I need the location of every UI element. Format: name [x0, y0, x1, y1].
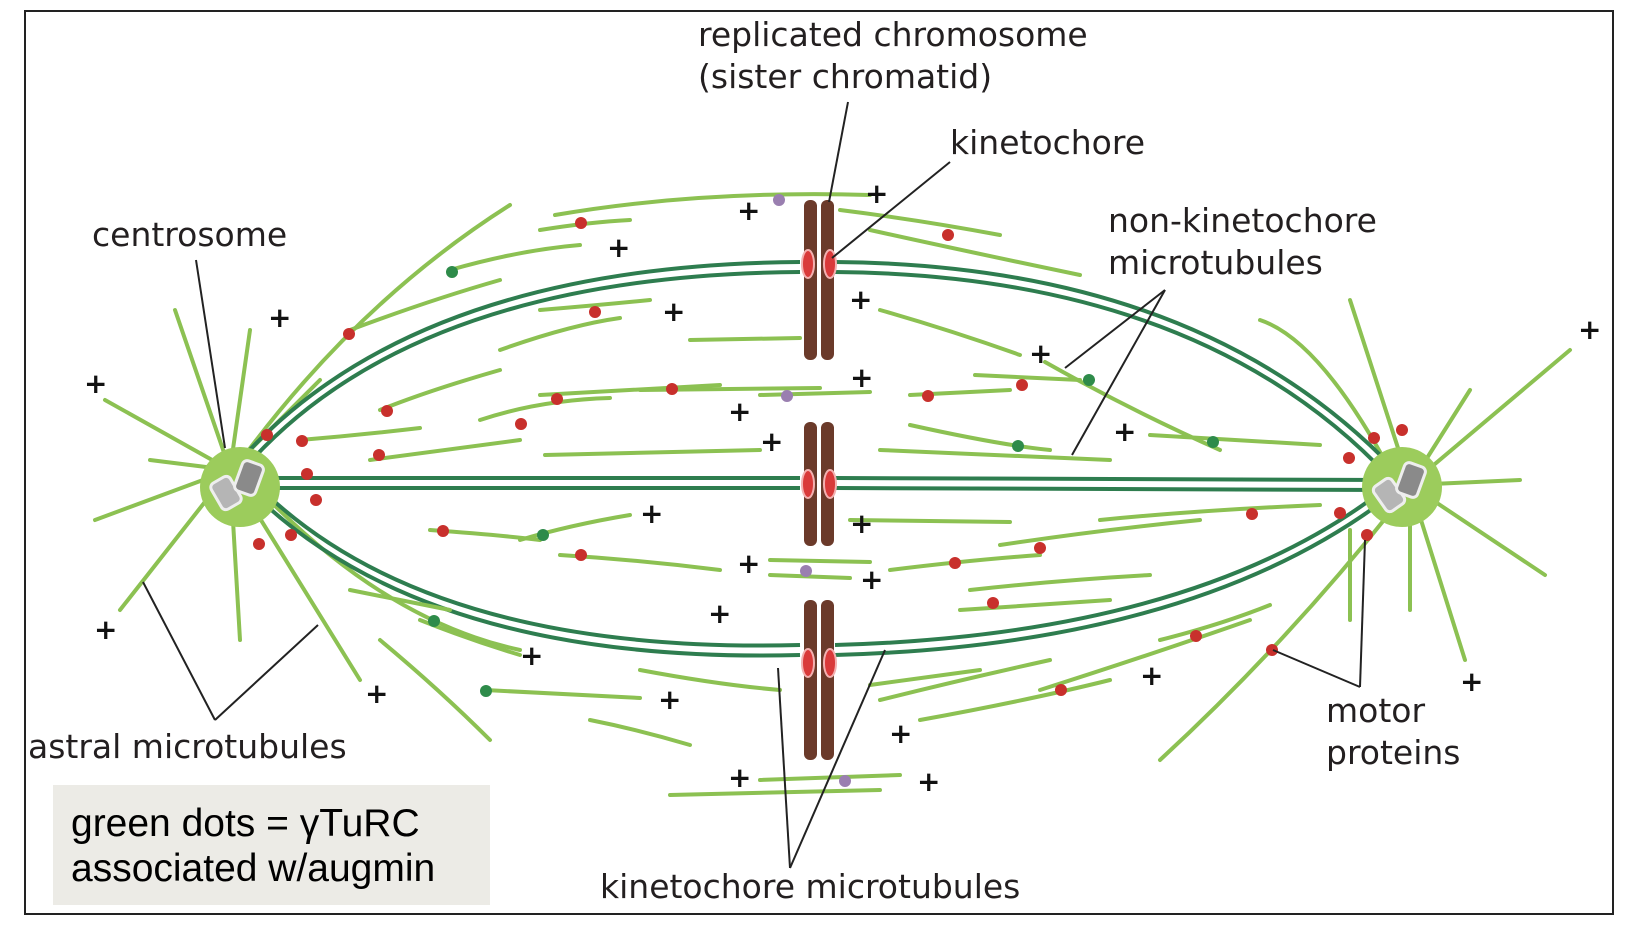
kinetochore-microtubules [243, 260, 1397, 658]
plus-end: + [850, 361, 874, 394]
centrosome-left [200, 447, 280, 527]
label-centrosome: centrosome [92, 215, 288, 254]
plus-end: + [917, 765, 941, 798]
plus-end: + [662, 295, 686, 328]
plus-end: + [737, 547, 761, 580]
plus-end: + [365, 677, 389, 710]
label-non-kinetochore: non-kinetochore [1108, 201, 1377, 240]
plus-end: + [1029, 337, 1053, 370]
plus-end: + [1140, 659, 1164, 692]
plus-end: + [84, 367, 108, 400]
label-kinetochore: kinetochore [950, 123, 1146, 162]
plus-end: + [850, 507, 874, 540]
note-line-1: green dots = γTuRC [71, 802, 420, 845]
label-non-kinetochore-microtubules: microtubules [1108, 243, 1323, 282]
plus-end: + [520, 639, 544, 672]
gamma-turc-dots [428, 266, 1219, 697]
plus-end: + [1460, 665, 1484, 698]
plus-end: + [849, 283, 873, 316]
plus-end: + [708, 597, 732, 630]
plus-end: + [640, 497, 664, 530]
plus-end: + [889, 717, 913, 750]
plus-end: + [94, 613, 118, 646]
plus-end: + [737, 194, 761, 227]
plus-end: + [865, 177, 889, 210]
kinetochores [801, 249, 837, 678]
label-astral-microtubules: astral microtubules [28, 727, 347, 766]
plus-end: + [760, 425, 784, 458]
plus-end: + [1113, 415, 1137, 448]
plus-end: + [1578, 313, 1602, 346]
plus-end: + [658, 683, 682, 716]
plus-end: + [728, 395, 752, 428]
plus-end: + [607, 231, 631, 264]
motor-proteins [253, 217, 1408, 696]
leader-lines [142, 101, 1366, 869]
legend-note: green dots = γTuRC associated w/augmin [53, 785, 490, 905]
plus-end: + [728, 761, 752, 794]
plus-end: + [860, 563, 884, 596]
centrosome-right [1362, 447, 1442, 527]
note-line-2: associated w/augmin [71, 847, 436, 890]
label-proteins: proteins [1326, 733, 1461, 772]
label-kinetochore-microtubules: kinetochore microtubules [600, 867, 1021, 906]
label-sister-chromatid: (sister chromatid) [698, 57, 993, 96]
plus-end: + [268, 301, 292, 334]
label-motor: motor [1326, 691, 1426, 730]
non-kinetochore-microtubules [298, 192, 1352, 797]
purple-dots [773, 194, 851, 787]
label-replicated-chromosome: replicated chromosome [698, 15, 1088, 54]
